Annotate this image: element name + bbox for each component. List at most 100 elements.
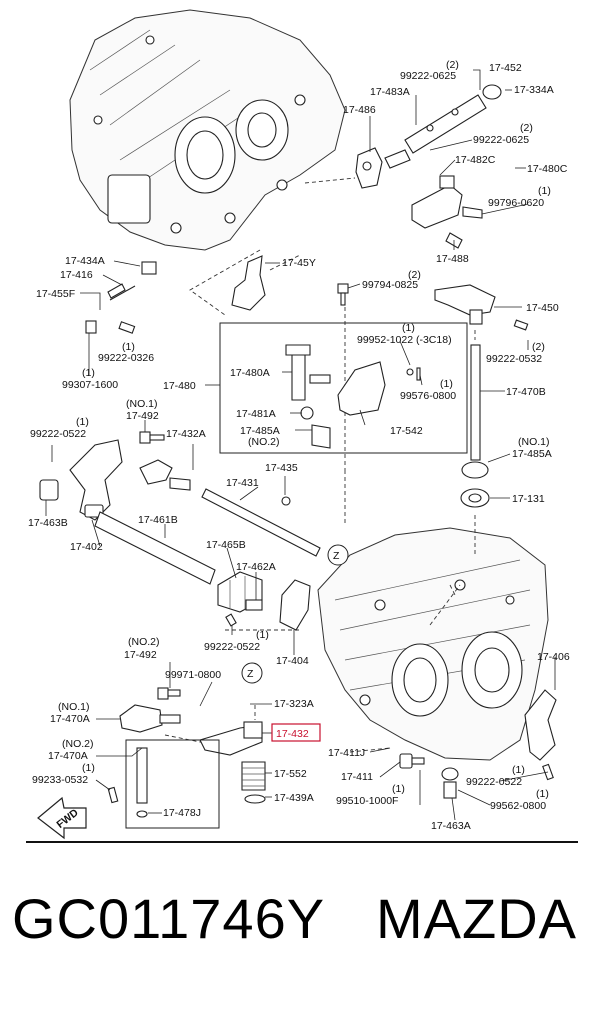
label-17-402: 17-402 <box>70 541 103 553</box>
label-99562-0800: 99562-0800 <box>490 800 546 812</box>
label-17-470A: 17-470A <box>50 713 90 725</box>
label-99510-1000F: 99510-1000F <box>336 795 398 807</box>
label-99222-0625: 99222-0625 <box>473 134 529 146</box>
label-17-478J: 17-478J <box>163 807 201 819</box>
shift-fork-17-404 <box>279 579 311 631</box>
label-17-406: 17-406 <box>537 651 570 663</box>
label-17-485A: 17-485A <box>512 448 552 460</box>
label-qty: (1) <box>122 341 135 353</box>
label-17-480: 17-480 <box>163 380 196 392</box>
shift-lever-17-450 <box>434 284 529 331</box>
label-qty: (1) <box>440 378 453 390</box>
label-99794-0825: 99794-0825 <box>362 279 418 291</box>
label-no1: (NO.1) <box>58 701 90 713</box>
pin-99233 <box>107 786 119 804</box>
label-17-452: 17-452 <box>489 62 522 74</box>
label-17-470B: 17-470B <box>506 386 546 398</box>
spring-17-552 <box>241 761 266 804</box>
label-qty: (1) <box>256 629 269 641</box>
detent-parts-left <box>85 261 157 334</box>
label-qty: (1) <box>512 764 525 776</box>
label-qty: (1) <box>76 416 89 428</box>
switch-99510 <box>399 753 425 769</box>
label-17-463A: 17-463A <box>431 820 471 832</box>
label-17-455F: 17-455F <box>36 288 75 300</box>
label-99796-0620: 99796-0620 <box>488 197 544 209</box>
label-qty: (2) <box>532 341 545 353</box>
label-17-450: 17-450 <box>526 302 559 314</box>
label-99307-1600: 99307-1600 <box>62 379 118 391</box>
label-17-480C: 17-480C <box>527 163 568 175</box>
label-17-462A: 17-462A <box>236 561 276 573</box>
bolt-17-492-no2 <box>157 687 181 700</box>
part-number: GC011746Y <box>12 887 326 950</box>
label-qty: (2) <box>408 269 421 281</box>
label-17-488: 17-488 <box>436 253 469 265</box>
label-no2: (NO.2) <box>128 636 160 648</box>
label-qty: (2) <box>446 59 459 71</box>
parts-diagram: (2) 17-452 99222-0625 17-483A 17-334A 17… <box>26 9 578 843</box>
label-99222-0625: 99222-0625 <box>400 70 456 82</box>
label-17-411J: 17-411J <box>328 747 365 759</box>
label-no1: (NO.1) <box>126 398 158 410</box>
label-17-542: 17-542 <box>390 425 423 437</box>
label-17-481A: 17-481A <box>236 408 276 420</box>
shift-lever-17-470A-no1 <box>119 704 181 733</box>
label-17-492: 17-492 <box>124 649 157 661</box>
label-qty: (1) <box>82 367 95 379</box>
label-17-334A: 17-334A <box>514 84 554 96</box>
shift-lever-17-480C <box>411 175 483 249</box>
label-17-480A: 17-480A <box>230 367 270 379</box>
label-17-45Y: 17-45Y <box>282 257 316 269</box>
label-qty: (2) <box>520 122 533 134</box>
label-z: Z <box>247 668 254 680</box>
transmission-case-lower <box>317 527 549 761</box>
shift-rod-17-470B <box>460 344 490 508</box>
label-99971-0800: 99971-0800 <box>165 669 221 681</box>
label-17-485A: 17-485A <box>240 425 280 437</box>
bolt-17-492-no1 <box>139 431 165 444</box>
label-17-404: 17-404 <box>276 655 309 667</box>
label-99222-0522: 99222-0522 <box>204 641 260 653</box>
label-17-470A: 17-470A <box>48 750 88 762</box>
label-qty: (1) <box>402 322 415 334</box>
caption: GC011746Y MAZDA <box>0 886 600 986</box>
subassembly-box-17-480 <box>219 322 468 454</box>
shift-rod-end-17-432A <box>139 459 191 491</box>
brand-name: MAZDA <box>376 887 577 950</box>
label-z: Z <box>333 550 340 562</box>
label-17-486: 17-486 <box>343 104 376 116</box>
label-17-463B: 17-463B <box>28 517 68 529</box>
label-qty: (1) <box>538 185 551 197</box>
leader-lines <box>45 69 556 821</box>
shift-rod-17-431 <box>201 488 321 557</box>
label-17-431: 17-431 <box>226 477 259 489</box>
sleeve-17-465B <box>217 571 263 627</box>
label-17-483A: 17-483A <box>370 86 410 98</box>
label-99952-1022: 99952-1022 (-3C18) <box>357 334 452 346</box>
shift-rod-17-461B <box>94 511 216 585</box>
shift-fork-17-45Y <box>231 255 266 311</box>
label-17-432-highlighted: 17-432 <box>276 728 309 740</box>
part-labels: (2) 17-452 99222-0625 17-483A 17-334A 17… <box>28 59 570 832</box>
label-17-131: 17-131 <box>512 493 545 505</box>
shift-lever-17-432 <box>199 721 263 756</box>
highlight-box-17-432 <box>271 723 321 742</box>
label-99233-0532: 99233-0532 <box>32 774 88 786</box>
label-17-482C: 17-482C <box>455 154 496 166</box>
label-17-461B: 17-461B <box>138 514 178 526</box>
label-no2: (NO.2) <box>248 436 280 448</box>
label-17-439A: 17-439A <box>274 792 314 804</box>
transmission-case-upper <box>69 9 346 251</box>
label-qty: (1) <box>392 783 405 795</box>
label-99222-0326: 99222-0326 <box>98 352 154 364</box>
label-no2: (NO.2) <box>62 738 94 750</box>
label-17-465B: 17-465B <box>206 539 246 551</box>
z-marker-bottom <box>241 662 263 684</box>
label-99222-0522: 99222-0522 <box>30 428 86 440</box>
label-qty: (1) <box>536 788 549 800</box>
shift-fork-17-402 <box>39 439 123 521</box>
label-99222-0522: 99222-0522 <box>466 776 522 788</box>
label-17-492: 17-492 <box>126 410 159 422</box>
shift-rod-17-452 <box>404 84 502 154</box>
